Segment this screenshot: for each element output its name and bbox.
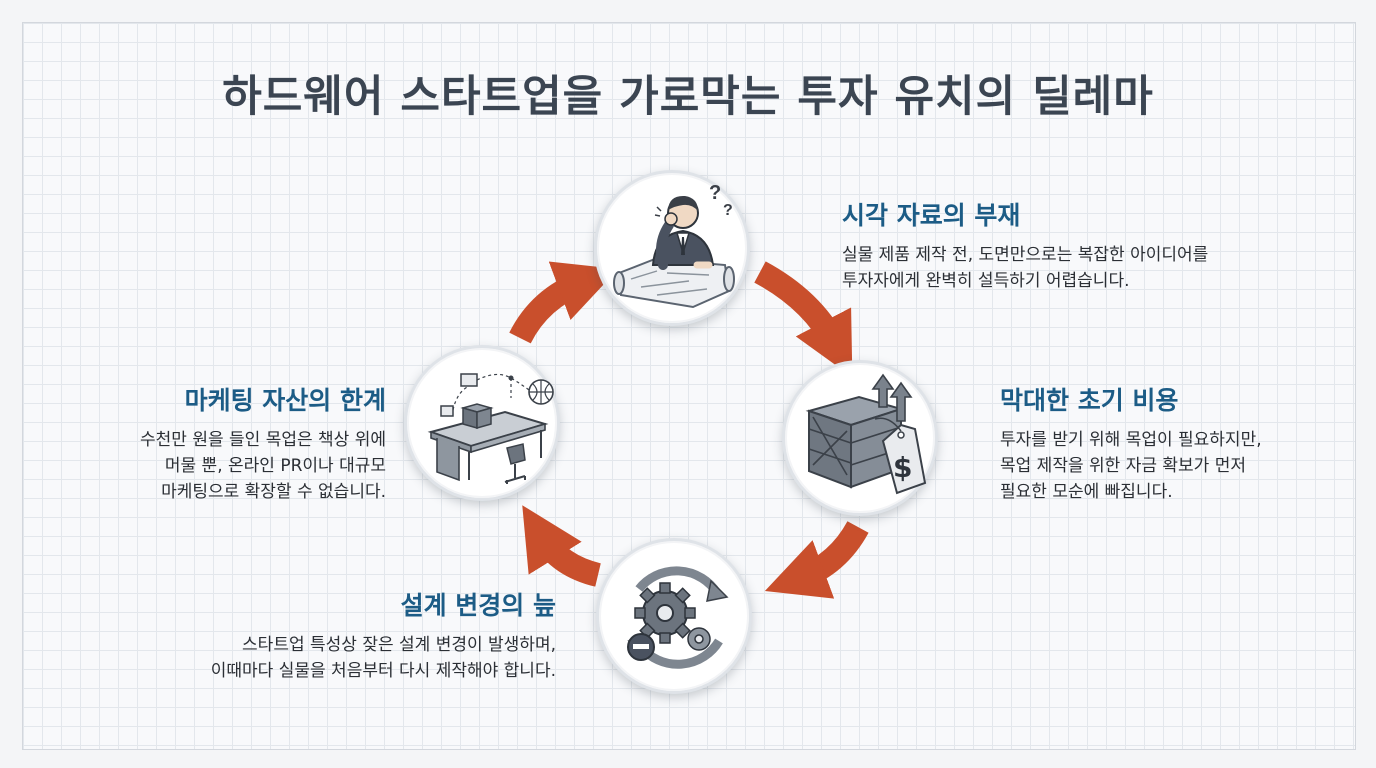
confused-man-blueprint-icon: ? ? <box>613 182 735 309</box>
desc-line: 수천만 원을 들인 목업은 책상 위에 <box>140 430 386 450</box>
desc-line: 필요한 모순에 빠집니다. <box>1000 482 1173 502</box>
node-visual-materials: ? ? <box>594 170 750 326</box>
desc-initial-cost: 투자를 받기 위해 목업이 필요하지만, 목업 제작을 위한 자금 확보가 먼저… <box>1000 427 1262 505</box>
desk-network-icon <box>427 373 554 484</box>
desc-line: 투자를 받기 위해 목업이 필요하지만, <box>1000 430 1262 450</box>
desc-design-change: 스타트업 특성상 잦은 설계 변경이 발생하며, 이때마다 실물을 처음부터 다… <box>211 632 556 684</box>
desc-line: 목업 제작을 위한 자금 확보가 먼저 <box>1000 456 1246 476</box>
label-marketing-assets: 마케팅 자산의 한계 수천만 원을 들인 목업은 책상 위에 머물 뿐, 온라인… <box>140 381 386 505</box>
label-design-change: 설계 변경의 늪 스타트업 특성상 잦은 설계 변경이 발생하며, 이때마다 실… <box>211 586 556 684</box>
arrow-top-to-right <box>754 261 853 378</box>
desc-marketing-assets: 수천만 원을 들인 목업은 책상 위에 머물 뿐, 온라인 PR이나 대규모 마… <box>140 427 386 505</box>
heading-initial-cost: 막대한 초기 비용 <box>1000 386 1179 415</box>
node-marketing-assets <box>404 345 560 501</box>
label-initial-cost: 막대한 초기 비용 투자를 받기 위해 목업이 필요하지만, 목업 제작을 위한… <box>1000 381 1262 505</box>
grid-background <box>22 22 1356 750</box>
gear-cycle-icon <box>627 566 729 669</box>
arrow-bottom-to-left <box>522 505 602 587</box>
desc-line: 마케팅으로 확장할 수 없습니다. <box>161 482 386 502</box>
label-visual-materials: 시각 자료의 부재 실물 제품 제작 전, 도면만으로는 복잡한 아이디어를 투… <box>842 196 1208 294</box>
arrow-right-to-bottom <box>764 520 869 599</box>
heading-marketing-assets: 마케팅 자산의 한계 <box>184 386 386 415</box>
arrow-left-to-top <box>509 261 619 344</box>
desc-line: 실물 제품 제작 전, 도면만으로는 복잡한 아이디어를 <box>842 245 1209 265</box>
desc-line: 투자자에게 완벽히 설득하기 어렵습니다. <box>842 271 1130 291</box>
page-title: 하드웨어 스타트업을 가로막는 투자 유치의 딜레마 <box>222 72 1154 122</box>
desc-line: 이때마다 실물을 처음부터 다시 제작해야 합니다. <box>210 661 556 681</box>
desc-line: 머물 뿐, 온라인 PR이나 대규모 <box>164 456 386 476</box>
node-initial-cost: $ <box>782 360 938 516</box>
node-design-change <box>596 538 752 694</box>
heading-visual-materials: 시각 자료의 부재 <box>842 201 1021 230</box>
svg-text:$: $ <box>893 451 912 484</box>
desc-line: 스타트업 특성상 잦은 설계 변경이 발생하며, <box>242 635 556 655</box>
crate-price-tag-icon: $ <box>805 373 927 495</box>
svg-text:?: ? <box>709 182 721 204</box>
heading-design-change: 설계 변경의 늪 <box>400 591 556 620</box>
svg-text:?: ? <box>723 202 733 219</box>
desc-visual-materials: 실물 제품 제작 전, 도면만으로는 복잡한 아이디어를 투자자에게 완벽히 설… <box>842 242 1208 294</box>
